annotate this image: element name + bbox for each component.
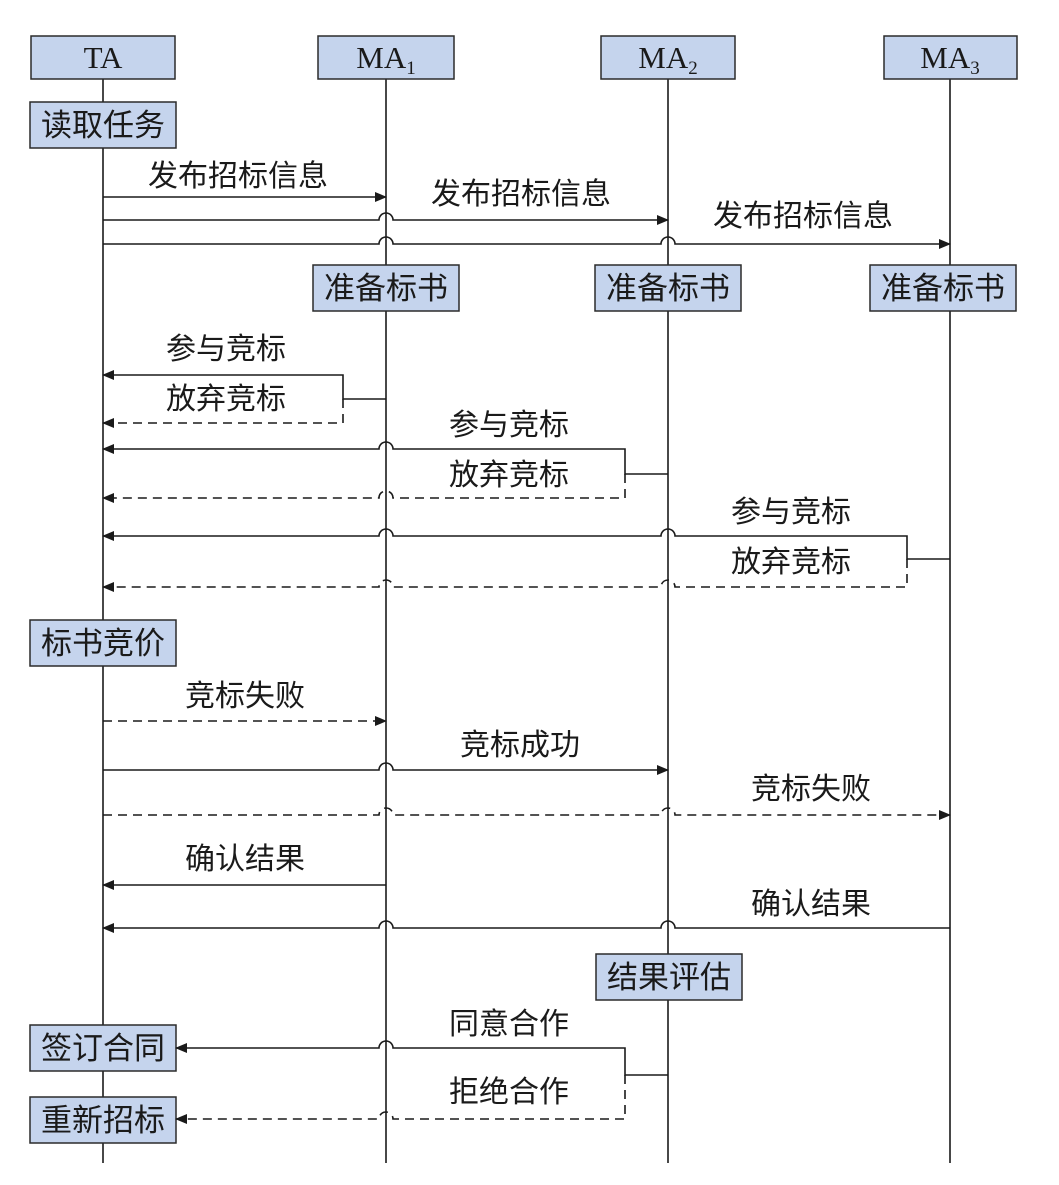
- activity-prepare-bid-ma2: 准备标书: [594, 264, 742, 312]
- arrow-fail-ma3: [103, 807, 951, 820]
- label-confirm-ma3: 确认结果: [751, 887, 871, 922]
- arrow-confirm-ma3: [102, 920, 950, 933]
- arrow-quit-ma3: [102, 559, 908, 592]
- activity-sign-contract: 签订合同: [29, 1024, 177, 1072]
- label-confirm-ma1: 确认结果: [185, 842, 305, 877]
- activity-evaluate-result-label: 结果评估: [607, 960, 731, 996]
- activity-prepare-bid-ma3: 准备标书: [869, 264, 1017, 312]
- activity-boxes: 读取任务 准备标书 准备标书 准备标书 标书竞价 结果评估 签订合同 重新招标: [29, 101, 1017, 1144]
- label-publish-ma3: 发布招标信息: [713, 199, 893, 234]
- label-join-ma2: 参与竞标: [449, 408, 569, 443]
- message-labels: 发布招标信息 发布招标信息 发布招标信息 参与竞标 放弃竞标 参与竞标 放弃竞标…: [148, 159, 893, 1110]
- arrow-join-ma3: [102, 528, 950, 560]
- header-ma2-label: MA2: [638, 40, 697, 79]
- header-ma3-label: MA3: [920, 40, 979, 79]
- arrow-quit-ma1: [102, 399, 344, 428]
- arrow-refuse: [175, 1075, 626, 1124]
- label-join-ma1: 参与竞标: [166, 332, 286, 367]
- activity-sign-contract-label: 签订合同: [41, 1031, 165, 1067]
- arrow-quit-ma2: [102, 474, 626, 503]
- label-quit-ma2: 放弃竞标: [449, 458, 569, 493]
- message-arrows: [102, 192, 951, 1124]
- header-ma3: MA3: [883, 35, 1018, 80]
- arrow-publish-ma3: [103, 236, 951, 249]
- label-fail-ma3: 竞标失败: [751, 772, 871, 807]
- label-publish-ma1: 发布招标信息: [148, 159, 328, 194]
- header-ta: TA: [30, 35, 176, 80]
- label-publish-ma2: 发布招标信息: [431, 177, 611, 212]
- activity-evaluate-result: 结果评估: [595, 953, 743, 1001]
- label-refuse: 拒绝合作: [449, 1075, 569, 1110]
- activity-read-task: 读取任务: [29, 101, 177, 149]
- header-ma1: MA1: [317, 35, 455, 80]
- activity-bid-compare: 标书竞价: [29, 619, 177, 667]
- label-success-ma2: 竞标成功: [460, 728, 580, 763]
- label-quit-ma3: 放弃竞标: [731, 545, 851, 580]
- arrow-agree: [175, 1040, 668, 1076]
- arrow-publish-ma2: [103, 212, 669, 225]
- header-ma2: MA2: [600, 35, 736, 80]
- activity-prepare-bid-ma1-label: 准备标书: [324, 271, 448, 307]
- activity-read-task-label: 读取任务: [41, 108, 165, 144]
- arrow-join-ma2: [102, 441, 668, 475]
- activity-prepare-bid-ma2-label: 准备标书: [606, 271, 730, 307]
- header-ma1-label: MA1: [356, 40, 415, 79]
- activity-bid-compare-label: 标书竞价: [41, 626, 165, 662]
- lifeline-headers: TA MA1 MA2 MA3: [30, 35, 1018, 80]
- activity-prepare-bid-ma3-label: 准备标书: [881, 271, 1005, 307]
- label-join-ma3: 参与竞标: [731, 495, 851, 530]
- activity-rebid: 重新招标: [29, 1096, 177, 1144]
- label-fail-ma1: 竞标失败: [185, 679, 305, 714]
- arrow-join-ma1: [102, 370, 386, 400]
- lifelines: [102, 78, 951, 1163]
- label-quit-ma1: 放弃竞标: [166, 382, 286, 417]
- header-ta-label: TA: [84, 40, 123, 75]
- arrow-success-ma2: [103, 762, 669, 775]
- label-agree: 同意合作: [449, 1007, 569, 1042]
- activity-prepare-bid-ma1: 准备标书: [312, 264, 460, 312]
- activity-rebid-label: 重新招标: [41, 1103, 165, 1139]
